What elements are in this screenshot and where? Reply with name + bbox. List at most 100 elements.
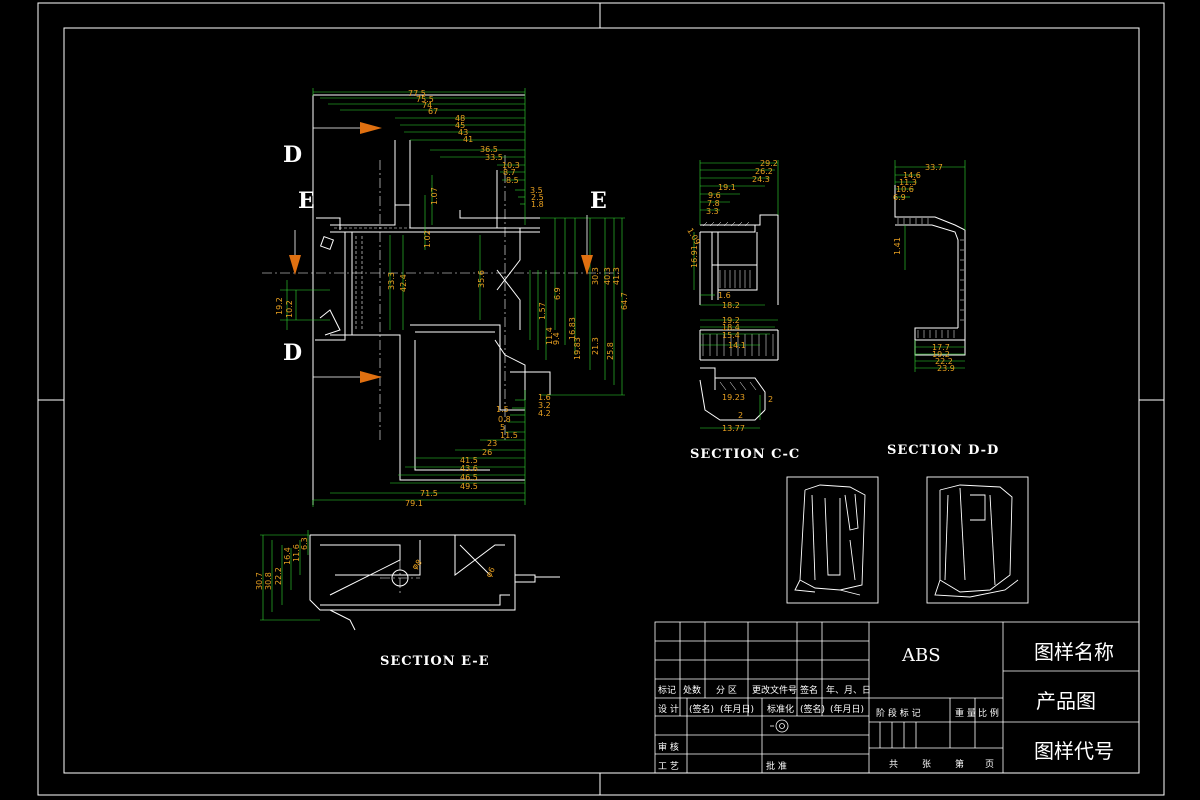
dimension-text: 35.6 <box>477 270 486 288</box>
dimension-text: 30.3 <box>591 267 600 285</box>
dimension-text: 19.83 <box>573 337 582 360</box>
tb-header-change-doc: 更改文件号 <box>752 686 798 696</box>
dimension-text: 43.6 <box>460 464 478 473</box>
dimension-text: 6.3 <box>300 537 309 550</box>
dimension-text: 46.5 <box>460 473 478 482</box>
drawing-name-label: 图样名称 <box>1034 640 1114 664</box>
dimension-text: 41 <box>463 135 473 144</box>
section-dd-title: SECTION D-D <box>887 443 999 458</box>
material-label: ABS <box>902 645 941 666</box>
dimension-text: 10.6 <box>896 185 914 194</box>
dimension-text: 22.2 <box>935 357 953 366</box>
dimension-text: 40.3 <box>603 267 612 285</box>
dimension-text: 4.2 <box>538 409 551 418</box>
dimension-text: 33.5 <box>485 153 503 162</box>
dimension-text: 19.1 <box>718 183 736 192</box>
dimension-text: 26.2 <box>755 167 773 176</box>
dimension-text: 21.3 <box>591 337 600 355</box>
section-dd-dimension-lines <box>894 160 966 372</box>
dimension-text: 9.4 <box>552 332 561 345</box>
drawing-code-label: 图样代号 <box>1034 739 1114 763</box>
section-ee-centerlines <box>380 560 420 596</box>
dimension-text: 1.41 <box>893 237 902 255</box>
tb-standard: 标准化 <box>767 705 795 715</box>
tb-process: 工 艺 <box>658 762 679 772</box>
dimension-text: 22.2 <box>274 567 283 585</box>
dimension-text: 42.4 <box>399 274 408 292</box>
section-dd-hatch <box>897 218 964 338</box>
dimension-text: 23.9 <box>937 364 955 373</box>
dimension-text: 1.07 <box>430 187 439 205</box>
main-view-outline <box>312 94 551 505</box>
dimension-text: 23 <box>487 439 497 448</box>
dimension-text: φ8 <box>410 558 424 572</box>
dimension-text: 48 <box>455 114 465 123</box>
cut-label-e-right: E <box>590 188 607 214</box>
section-cc-dimension-lines <box>693 160 779 429</box>
dimension-text: 18.4 <box>722 323 740 332</box>
tb-sheets-total: 共 <box>889 760 899 770</box>
section-cc-outline <box>699 214 779 421</box>
tb-approve: 批 准 <box>766 762 787 772</box>
tb-stage: 阶 段 标 记 <box>876 709 921 719</box>
dimension-text: 3.5 <box>530 186 543 195</box>
dimension-text: 8.7 <box>503 168 516 177</box>
dimension-text: 67 <box>428 107 438 116</box>
dimension-text: 3.3 <box>706 207 719 216</box>
cut-label-d-bottom: D <box>283 340 303 366</box>
dimension-text: 16.91 <box>690 245 699 268</box>
dimension-text: 16.4 <box>283 547 292 565</box>
dimension-text: 1.02 <box>423 230 432 248</box>
dimension-text: 30.7 <box>255 572 264 590</box>
main-view-dim-text: 77.575.574674845434136.533.510.38.78.53.… <box>275 89 629 508</box>
section-dd-dim-text: 33.714.611.310.66.917.719.222.223.91.41 <box>893 163 955 373</box>
dimension-text: 10.2 <box>285 300 294 318</box>
dimension-text: 14.1 <box>728 341 746 350</box>
main-view-hidden <box>334 227 530 330</box>
section-ee-dimension-lines <box>260 530 320 621</box>
section-ee-outline <box>309 534 560 631</box>
dimension-text: 49.5 <box>460 482 478 491</box>
dimension-text: 9.6 <box>708 191 721 200</box>
tb-weight: 重 量 <box>955 709 976 719</box>
dimension-text: 1.57 <box>538 302 547 320</box>
dimension-text: 15.4 <box>722 331 740 340</box>
dimension-text: 19.2 <box>932 350 950 359</box>
dimension-text: 1.6 <box>538 393 551 402</box>
dimension-text: 2 <box>738 411 743 420</box>
dimension-text: 43 <box>458 128 468 137</box>
tb-header-mark: 标记 <box>658 686 677 696</box>
dimension-text: 1.09 <box>685 227 702 247</box>
dimension-text: 11.3 <box>899 178 917 187</box>
tb-standard-date: (年月日) <box>830 705 865 715</box>
dimension-text: 71.5 <box>420 489 438 498</box>
dimension-text: 36.5 <box>480 145 498 154</box>
tb-header-sign: 签名 <box>800 686 819 696</box>
cut-label-d-top: D <box>283 142 303 168</box>
dimension-text: 14.6 <box>903 171 921 180</box>
dimension-text: 6.9 <box>893 193 906 202</box>
dimension-text: 26 <box>482 448 492 457</box>
dimension-text: 30.8 <box>264 572 273 590</box>
main-view-dimension-lines <box>280 88 625 507</box>
tb-review: 审 核 <box>658 743 679 753</box>
title-block-grid <box>654 621 1140 774</box>
tb-header-date: 年、月、日 <box>826 686 872 696</box>
product-label: 产品图 <box>1036 689 1096 713</box>
isometric-view-left <box>786 476 879 604</box>
dimension-text: 2.5 <box>531 193 544 202</box>
section-ee-title-text: SECTION E-E <box>380 654 490 669</box>
dimension-text: 1.5 <box>496 405 509 414</box>
section-dd-title-text: SECTION D-D <box>887 443 1000 458</box>
dimension-text: 13.77 <box>722 424 745 433</box>
section-ee-title: SECTION E-E <box>380 654 490 669</box>
dimension-text: 24.3 <box>752 175 770 184</box>
dimension-text: φ6 <box>484 566 497 579</box>
dimension-text: 19.2 <box>722 316 740 325</box>
main-view-centerlines <box>262 155 620 440</box>
dimension-text: 11.4 <box>545 327 554 345</box>
dimension-text: 5 <box>500 423 505 432</box>
tb-scale: 比 例 <box>978 709 999 719</box>
tb-page: 页 <box>985 760 995 770</box>
